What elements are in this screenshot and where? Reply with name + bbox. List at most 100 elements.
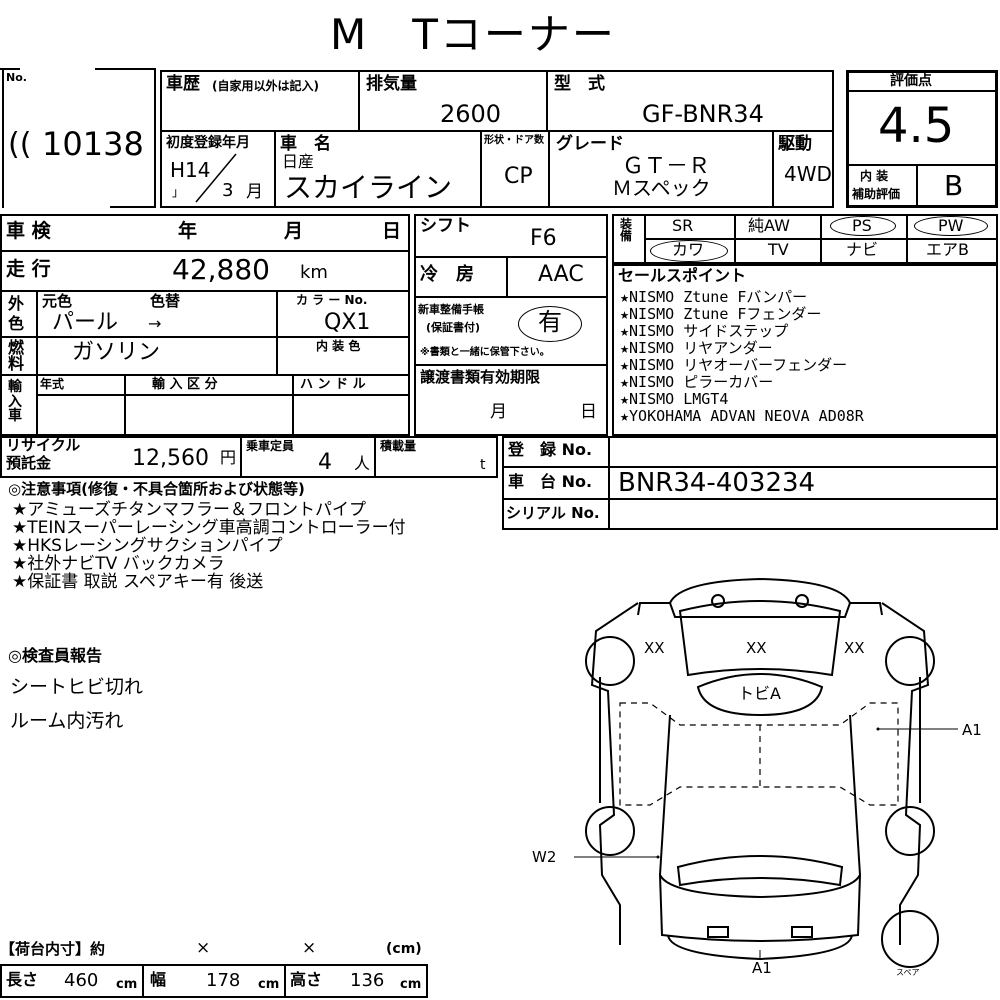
middle-center-block: [414, 214, 608, 436]
grade-label: グレード: [556, 134, 624, 154]
width-unit: cm: [258, 977, 280, 992]
import-label: 輸入車: [8, 379, 22, 425]
note-item: ★アミューズチタンマフラー＆フロントパイプ: [12, 500, 367, 520]
recycle-row: [0, 436, 498, 478]
sales-point: ★NISMO サイドステップ: [620, 322, 789, 340]
capacity-value: 4: [318, 450, 332, 475]
warranty-circle: [518, 306, 582, 342]
drive-label: 駆動: [778, 134, 812, 154]
spare-wheel: [881, 910, 939, 968]
transfer-docs-month: 月: [490, 402, 507, 422]
model-label: 型 式: [554, 74, 605, 94]
equip-tv: TV: [768, 240, 789, 259]
notes-label: ◎注意事項(修復・不具合箇所および状態等): [8, 480, 305, 498]
spare-label: スペア: [896, 968, 919, 977]
date-slash: [195, 153, 237, 203]
front-left-wheel: [585, 636, 635, 686]
import-class-label: 輸 入 区 分: [152, 377, 218, 392]
equip-ps: PS: [852, 216, 872, 235]
first-reg-label: 初度登録年月: [166, 135, 250, 151]
right-headlight: [795, 594, 809, 608]
xx-right-label: XX: [844, 639, 865, 657]
interior-label-2: 補助評価: [852, 187, 901, 201]
right-body-line: [881, 602, 930, 945]
lot-box: No. (( 10138: [0, 68, 156, 208]
transfer-docs-label: 譲渡書類有効期限: [420, 368, 541, 386]
equip-leather-circle: [650, 240, 728, 262]
recycle-value: 12,560: [132, 446, 209, 471]
left-headlight: [711, 594, 725, 608]
vehicle-info-block: [160, 70, 834, 208]
ac-value: AAC: [538, 262, 584, 287]
a1-bottom-label: A1: [752, 959, 772, 977]
registration-block: [502, 436, 998, 530]
recycle-label-1: リサイクル: [6, 436, 81, 454]
color-arrow: →: [148, 314, 162, 333]
sales-point: ★NISMO Ztune Fバンパー: [620, 288, 808, 306]
capacity-unit: 人: [354, 454, 371, 473]
color-label-2: 色: [8, 314, 25, 333]
recycle-label-2: 預託金: [6, 454, 52, 472]
cabin-outline: [658, 714, 862, 899]
first-reg-mark: 」: [172, 185, 185, 199]
car-name-label: 車 名: [280, 134, 331, 154]
inspection-year: 年: [178, 220, 198, 242]
front-bumper-shape: [668, 577, 852, 618]
cargo-x1: ×: [196, 938, 211, 958]
lot-mark: ((: [8, 127, 32, 162]
equip-navi: ナビ: [846, 240, 879, 259]
displacement-label: 排気量: [366, 74, 417, 94]
height-value: 136: [350, 970, 385, 991]
xx-left-label: XX: [644, 639, 665, 657]
equip-aw: 純AW: [748, 216, 790, 235]
height-label: 高さ: [290, 970, 323, 989]
displacement-value: 2600: [440, 100, 502, 128]
change-color-label: 色替: [150, 292, 181, 310]
a1-right-label: A1: [962, 721, 982, 739]
rear-left-wheel: [585, 806, 635, 856]
serial-label: シリアル No.: [506, 504, 600, 522]
inspector-item: シートヒビ切れ: [10, 676, 144, 698]
note-item: ★社外ナビTV バックカメラ: [12, 554, 225, 574]
drive-value: 4WD: [784, 162, 832, 186]
recycle-unit: 円: [220, 448, 237, 467]
handle-label: ハ ン ド ル: [300, 377, 366, 392]
length-value: 460: [64, 970, 99, 991]
windshield-label: トビA: [738, 684, 781, 703]
history-label: 車歴: [166, 74, 200, 94]
interior-grade: B: [944, 169, 964, 202]
chassis-label: 車 台 No.: [508, 472, 593, 491]
sales-point: ★NISMO リヤアンダー: [620, 339, 773, 357]
body-label: 形状・ドア数: [484, 135, 544, 146]
color-value: パール: [52, 310, 119, 335]
chassis-value: BNR34-403234: [618, 468, 816, 498]
cargo-unit: (cm): [386, 941, 422, 957]
history-note: (自家用以外は記入): [212, 79, 319, 93]
car-maker: 日産: [282, 152, 315, 171]
warranty-label-2: (保証書付): [426, 321, 481, 334]
dimensions-row: [0, 964, 428, 998]
model-value: GF-BNR34: [642, 100, 764, 128]
shift-label: シフト: [420, 216, 471, 236]
trunk-shape: [659, 874, 861, 942]
load-unit: t: [480, 457, 486, 473]
grade-line2: Ｍスペック: [612, 176, 711, 200]
import-year-label: 年式: [40, 377, 65, 391]
front-right-wheel: [885, 636, 935, 686]
capacity-label: 乗車定員: [246, 439, 295, 453]
registration-label: 登 録 No.: [508, 440, 593, 459]
sales-points-box: [612, 264, 998, 436]
equip-pw-circle: [914, 216, 988, 236]
cargo-x2: ×: [302, 938, 317, 958]
equip-pw: PW: [938, 216, 964, 235]
middle-left-block: [0, 214, 410, 436]
fuel-label-1: 燃: [8, 338, 25, 357]
score-label: 評価点: [890, 73, 932, 89]
equip-ps-circle: [830, 216, 896, 236]
rear-window-shape: [676, 855, 844, 887]
interior-color-label: 内 装 色: [316, 339, 361, 353]
color-label-1: 外: [8, 294, 25, 313]
length-label: 長さ: [6, 970, 39, 989]
mileage-unit: km: [300, 262, 328, 283]
transfer-docs-day: 日: [580, 402, 597, 422]
